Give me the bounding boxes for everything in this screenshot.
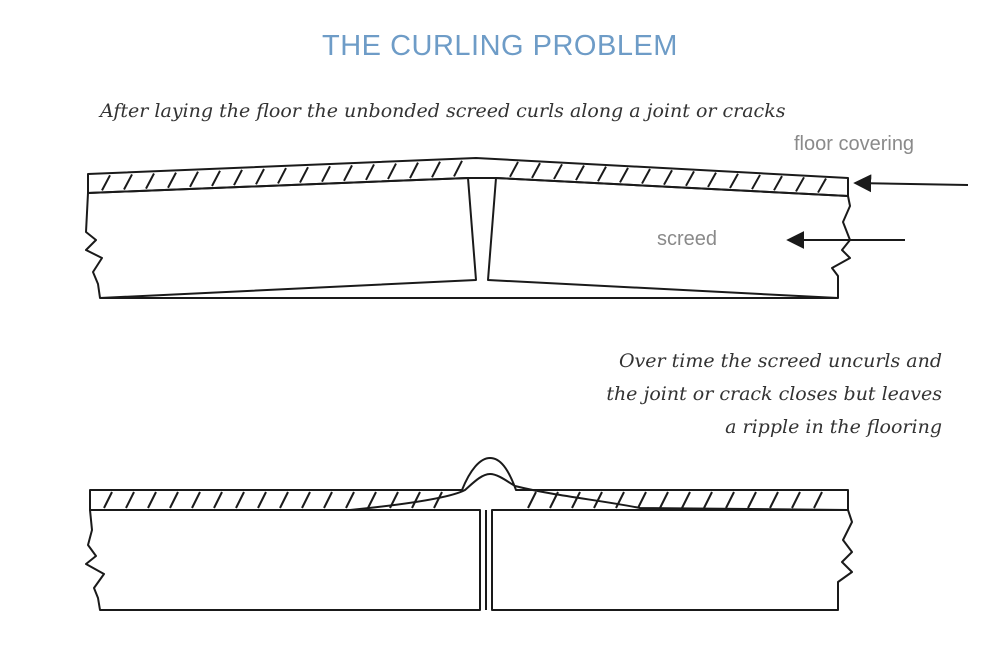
hatch-line xyxy=(345,491,355,509)
diagram-title: THE CURLING PROBLEM xyxy=(322,30,678,62)
hatch-line xyxy=(321,165,331,183)
hatch-line xyxy=(211,170,221,187)
hatch-line xyxy=(663,169,673,186)
caption-uncurled-state: Over time the screed uncurls and the joi… xyxy=(606,345,942,444)
hatch-line xyxy=(233,169,243,186)
hatch-line xyxy=(707,172,717,188)
screed-slab-right-flat xyxy=(491,509,853,611)
hatch-line xyxy=(145,173,155,190)
hatch-line xyxy=(527,491,537,509)
hatch-line xyxy=(389,491,399,509)
hatch-line xyxy=(167,172,177,189)
hatch-line xyxy=(433,491,443,509)
screed-slab-left-curled xyxy=(85,177,477,299)
hatch-line xyxy=(509,161,519,178)
hatch-line xyxy=(571,491,581,509)
hatch-line xyxy=(367,491,377,509)
hatch-line xyxy=(637,491,647,509)
hatch-line xyxy=(681,491,691,509)
hatch-line xyxy=(213,491,223,509)
hatch-line xyxy=(277,167,287,184)
hatch-line xyxy=(365,163,375,181)
hatch-line xyxy=(301,491,311,509)
hatch-line xyxy=(431,161,441,178)
hatch-line xyxy=(685,170,695,187)
hatch-line xyxy=(641,168,651,185)
floor-covering-band-rippled xyxy=(89,457,849,511)
hatch-line xyxy=(299,166,309,184)
hatch-line xyxy=(255,168,265,185)
hatch-line xyxy=(531,162,541,179)
hatch-line xyxy=(549,491,559,509)
hatch-line xyxy=(411,491,421,509)
screed-slab-left-flat xyxy=(85,509,481,611)
hatch-line xyxy=(235,491,245,509)
hatch-line xyxy=(659,491,669,509)
hatch-line xyxy=(123,173,133,190)
hatch-line xyxy=(725,491,735,509)
hatch-line xyxy=(169,491,179,509)
floor-covering-hatching-rippled xyxy=(103,491,823,509)
hatch-line xyxy=(323,491,333,509)
hatch-line xyxy=(747,491,757,509)
hatch-line xyxy=(191,491,201,509)
hatch-line xyxy=(257,491,267,509)
hatch-line xyxy=(817,178,827,194)
hatch-line xyxy=(597,166,607,182)
hatch-line xyxy=(703,491,713,509)
hatch-line xyxy=(575,165,585,181)
hatch-line xyxy=(769,491,779,509)
hatch-line xyxy=(795,176,805,192)
hatch-line xyxy=(387,163,397,180)
hatch-line xyxy=(791,491,801,509)
curled-floor-diagram xyxy=(85,157,851,299)
hatch-line xyxy=(751,174,761,190)
hatch-line xyxy=(813,491,823,509)
caption-line-1: Over time the screed uncurls and xyxy=(618,350,942,372)
hatch-line xyxy=(593,491,603,509)
hatch-line xyxy=(279,491,289,509)
rippled-floor-diagram xyxy=(85,457,853,611)
label-floor-covering: floor covering xyxy=(794,133,915,155)
hatch-line xyxy=(101,174,111,191)
hatch-line xyxy=(409,162,419,179)
arrow-floor-covering xyxy=(853,174,969,193)
label-screed: screed xyxy=(657,228,718,250)
hatch-line xyxy=(553,163,563,180)
floor-covering-hatching-curled xyxy=(101,160,827,194)
caption-line-2: the joint or crack closes but leaves xyxy=(606,383,942,405)
hatch-line xyxy=(103,491,113,509)
hatch-line xyxy=(189,171,199,188)
hatch-line xyxy=(453,160,463,177)
hatch-line xyxy=(147,491,157,509)
hatch-line xyxy=(125,491,135,509)
hatch-line xyxy=(729,173,739,189)
screed-slab-right-curled xyxy=(487,177,851,299)
hatch-line xyxy=(773,175,783,191)
caption-curled-state: After laying the floor the unbonded scre… xyxy=(100,100,786,122)
caption-line-3: a ripple in the flooring xyxy=(725,416,942,438)
hatch-line xyxy=(343,164,353,182)
hatch-line xyxy=(619,167,629,183)
hatch-line xyxy=(615,491,625,509)
